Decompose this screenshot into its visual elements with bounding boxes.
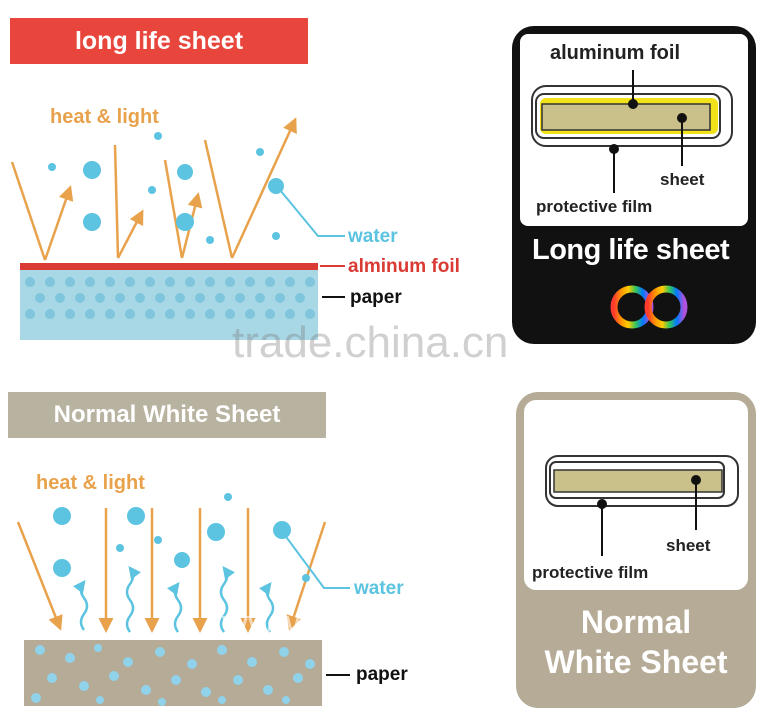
top-banner-text: long life sheet [74,26,244,55]
top-foil-label: alminum foil [348,256,460,277]
bottom-water-label: water [354,578,404,599]
top-light-arrows [10,117,297,261]
top-panel-sheet-label: sheet [660,170,705,189]
bottom-heat-label: heat & light [36,472,145,494]
bottom-banner-text: Normal White Sheet [53,401,281,428]
bottom-absorption-diagram [16,493,350,706]
watermark-bottom: www.alibaba.com [222,602,503,643]
top-panel-foil-label: aluminum foil [550,42,680,64]
top-banner: long life sheet [10,18,308,64]
top-panel-graphics [512,26,756,344]
bottom-paper-layer [24,640,322,706]
bottom-panel-title-line2: White Sheet [544,644,728,680]
bottom-panel-title-line1: Normal [580,604,692,640]
top-foil-layer [20,263,318,270]
top-water-drops [48,132,284,244]
watermark-top: trade.china.cn [232,318,509,367]
bottom-paper-bubbles [31,644,315,706]
rainbow-logo-icon [598,284,688,330]
bottom-water-drops [53,493,310,582]
bottom-panel-film-label: protective film [532,563,649,582]
bottom-paper-label: paper [356,664,408,685]
top-panel-film-label: protective film [536,197,653,216]
bottom-panel-sheet-label: sheet [666,536,711,555]
top-water-label: water [348,226,398,247]
bottom-banner: Normal White Sheet [8,392,326,438]
top-paper-label: paper [350,287,402,308]
bottom-panel-graphics [516,392,756,708]
bottom-light-arrows [16,508,327,633]
top-panel-title: Long life sheet [532,234,730,266]
top-reflection-diagram [10,117,345,340]
steam-icon [73,565,275,633]
top-heat-label: heat & light [50,106,159,128]
top-water-pointer [279,189,345,237]
bottom-water-pointer [283,533,350,589]
top-paper-bubbles [25,277,315,319]
